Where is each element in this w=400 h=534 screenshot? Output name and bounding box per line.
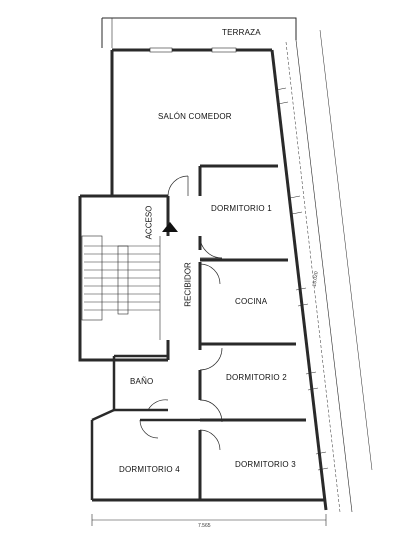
entry-arrow (162, 222, 178, 232)
stair-steps (84, 245, 160, 311)
room-label-bano: BAÑO (130, 377, 154, 386)
terrace-outline (101, 17, 297, 48)
room-label-dormitorio-3: DORMITORIO 3 (235, 460, 296, 469)
room-label-cocina: COCINA (235, 297, 268, 306)
room-label-acceso: ACCESO (144, 205, 154, 240)
room-label-terraza: TERRAZA (222, 28, 261, 37)
room-label-dormitorio-2: DORMITORIO 2 (226, 373, 287, 382)
room-label-recibidor: RECIBIDOR (183, 262, 193, 307)
dormitorio-4-walls (90, 408, 200, 500)
room-label-salon-comedor: SALÓN COMEDOR (158, 112, 232, 121)
room-label-dormitorio-1: DORMITORIO 1 (211, 204, 272, 213)
dormitorio-1-walls (200, 164, 288, 262)
door-swings (139, 175, 223, 451)
room-label-dormitorio-4: DORMITORIO 4 (119, 465, 180, 474)
bottom-dimension-line (91, 514, 327, 526)
exterior-right-wall (270, 49, 328, 511)
dimension-width: 7.565 (198, 523, 211, 529)
stair-enclosure (78, 194, 168, 362)
side-dimension-line (319, 29, 373, 471)
